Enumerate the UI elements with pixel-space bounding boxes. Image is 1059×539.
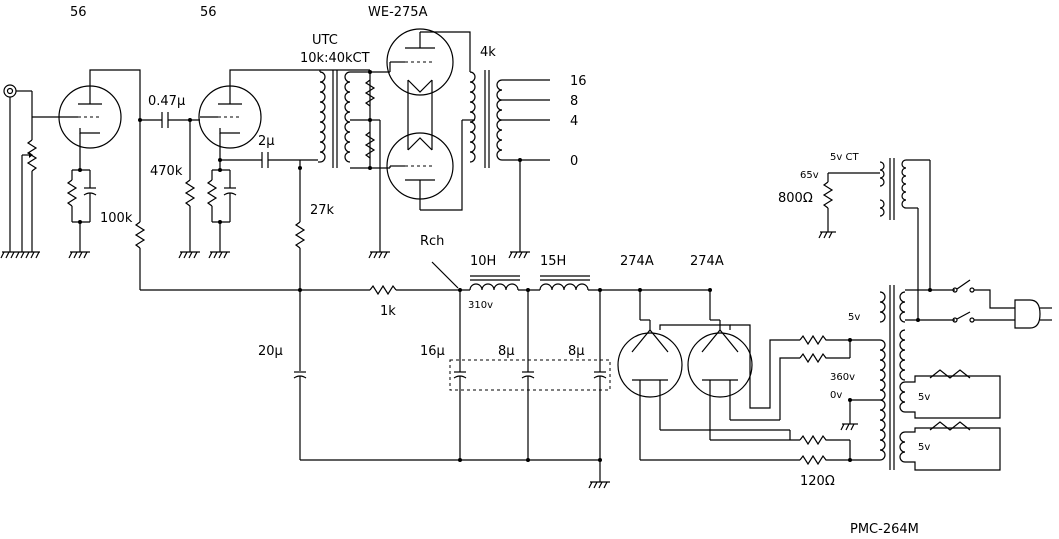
output-tube-upper (386, 28, 454, 96)
tap-8-label: 8 (570, 94, 578, 109)
output-tube-lower (386, 132, 454, 210)
output-transformer (462, 70, 550, 259)
rectifier-1 (617, 320, 683, 460)
heater-5v-ct-label: 5v CT (830, 152, 859, 163)
cap-8b-label: 8μ (568, 344, 585, 359)
res-1k-label: 1k (380, 304, 396, 319)
tap-4-label: 4 (570, 114, 578, 129)
res-100k-label: 100k (100, 211, 133, 226)
v1-cathode-network (66, 148, 97, 259)
rect-2-label: 274A (690, 254, 724, 269)
choke-15h (539, 275, 590, 291)
tube-v2 (198, 85, 262, 149)
res-470k-label: 470k (150, 164, 183, 179)
pt-5v-a-label: 5v (918, 392, 930, 403)
res-120-label: 120Ω (800, 474, 835, 489)
output-tube-label: WE-275A (368, 5, 428, 20)
pt-360v-label: 360v (830, 372, 855, 383)
cap-2-label: 2μ (258, 134, 275, 149)
pt-5v-label: 5v (848, 312, 860, 323)
tap-16-label: 16 (570, 74, 587, 89)
cap-16-label: 16μ (420, 344, 445, 359)
out-impedance-label: 4k (480, 45, 496, 60)
filter-caps (293, 290, 611, 460)
rectifier-2 (687, 320, 753, 440)
tube-v1-label: 56 (70, 5, 87, 20)
power-plug (1014, 299, 1052, 329)
res-27k-label: 27k (310, 203, 335, 218)
choke-15h-label: 15H (540, 254, 566, 269)
choke-10h (469, 275, 520, 291)
pt-5v-b-label: 5v (918, 442, 930, 453)
input-jack (3, 84, 32, 252)
v2-cathode-network (206, 148, 237, 259)
utc-label: UTC (312, 33, 338, 48)
heater-65v-label: 65v (800, 170, 819, 181)
cap-047-label: 0.47μ (148, 94, 185, 109)
res-800-label: 800Ω (778, 191, 813, 206)
tube-v1 (58, 85, 122, 149)
heater-transformer (879, 158, 930, 220)
cap-8a-label: 8μ (498, 344, 515, 359)
b-plus-label: 310v (468, 300, 493, 311)
pt-model-label: PMC-264M (850, 522, 919, 537)
rect-1-label: 274A (620, 254, 654, 269)
cap-20-label: 20μ (258, 344, 283, 359)
rch-label: Rch (420, 234, 444, 249)
tap-0-label: 0 (570, 154, 578, 169)
volume-pot (21, 91, 38, 252)
tube-v2-label: 56 (200, 5, 217, 20)
pt-0v-label: 0v (830, 390, 842, 401)
power-transformer (840, 285, 906, 470)
choke-10h-label: 10H (470, 254, 496, 269)
utc-ratio-label: 10k:40kCT (300, 51, 370, 66)
interstage-transformer (318, 70, 370, 169)
ground-input (0, 251, 40, 259)
